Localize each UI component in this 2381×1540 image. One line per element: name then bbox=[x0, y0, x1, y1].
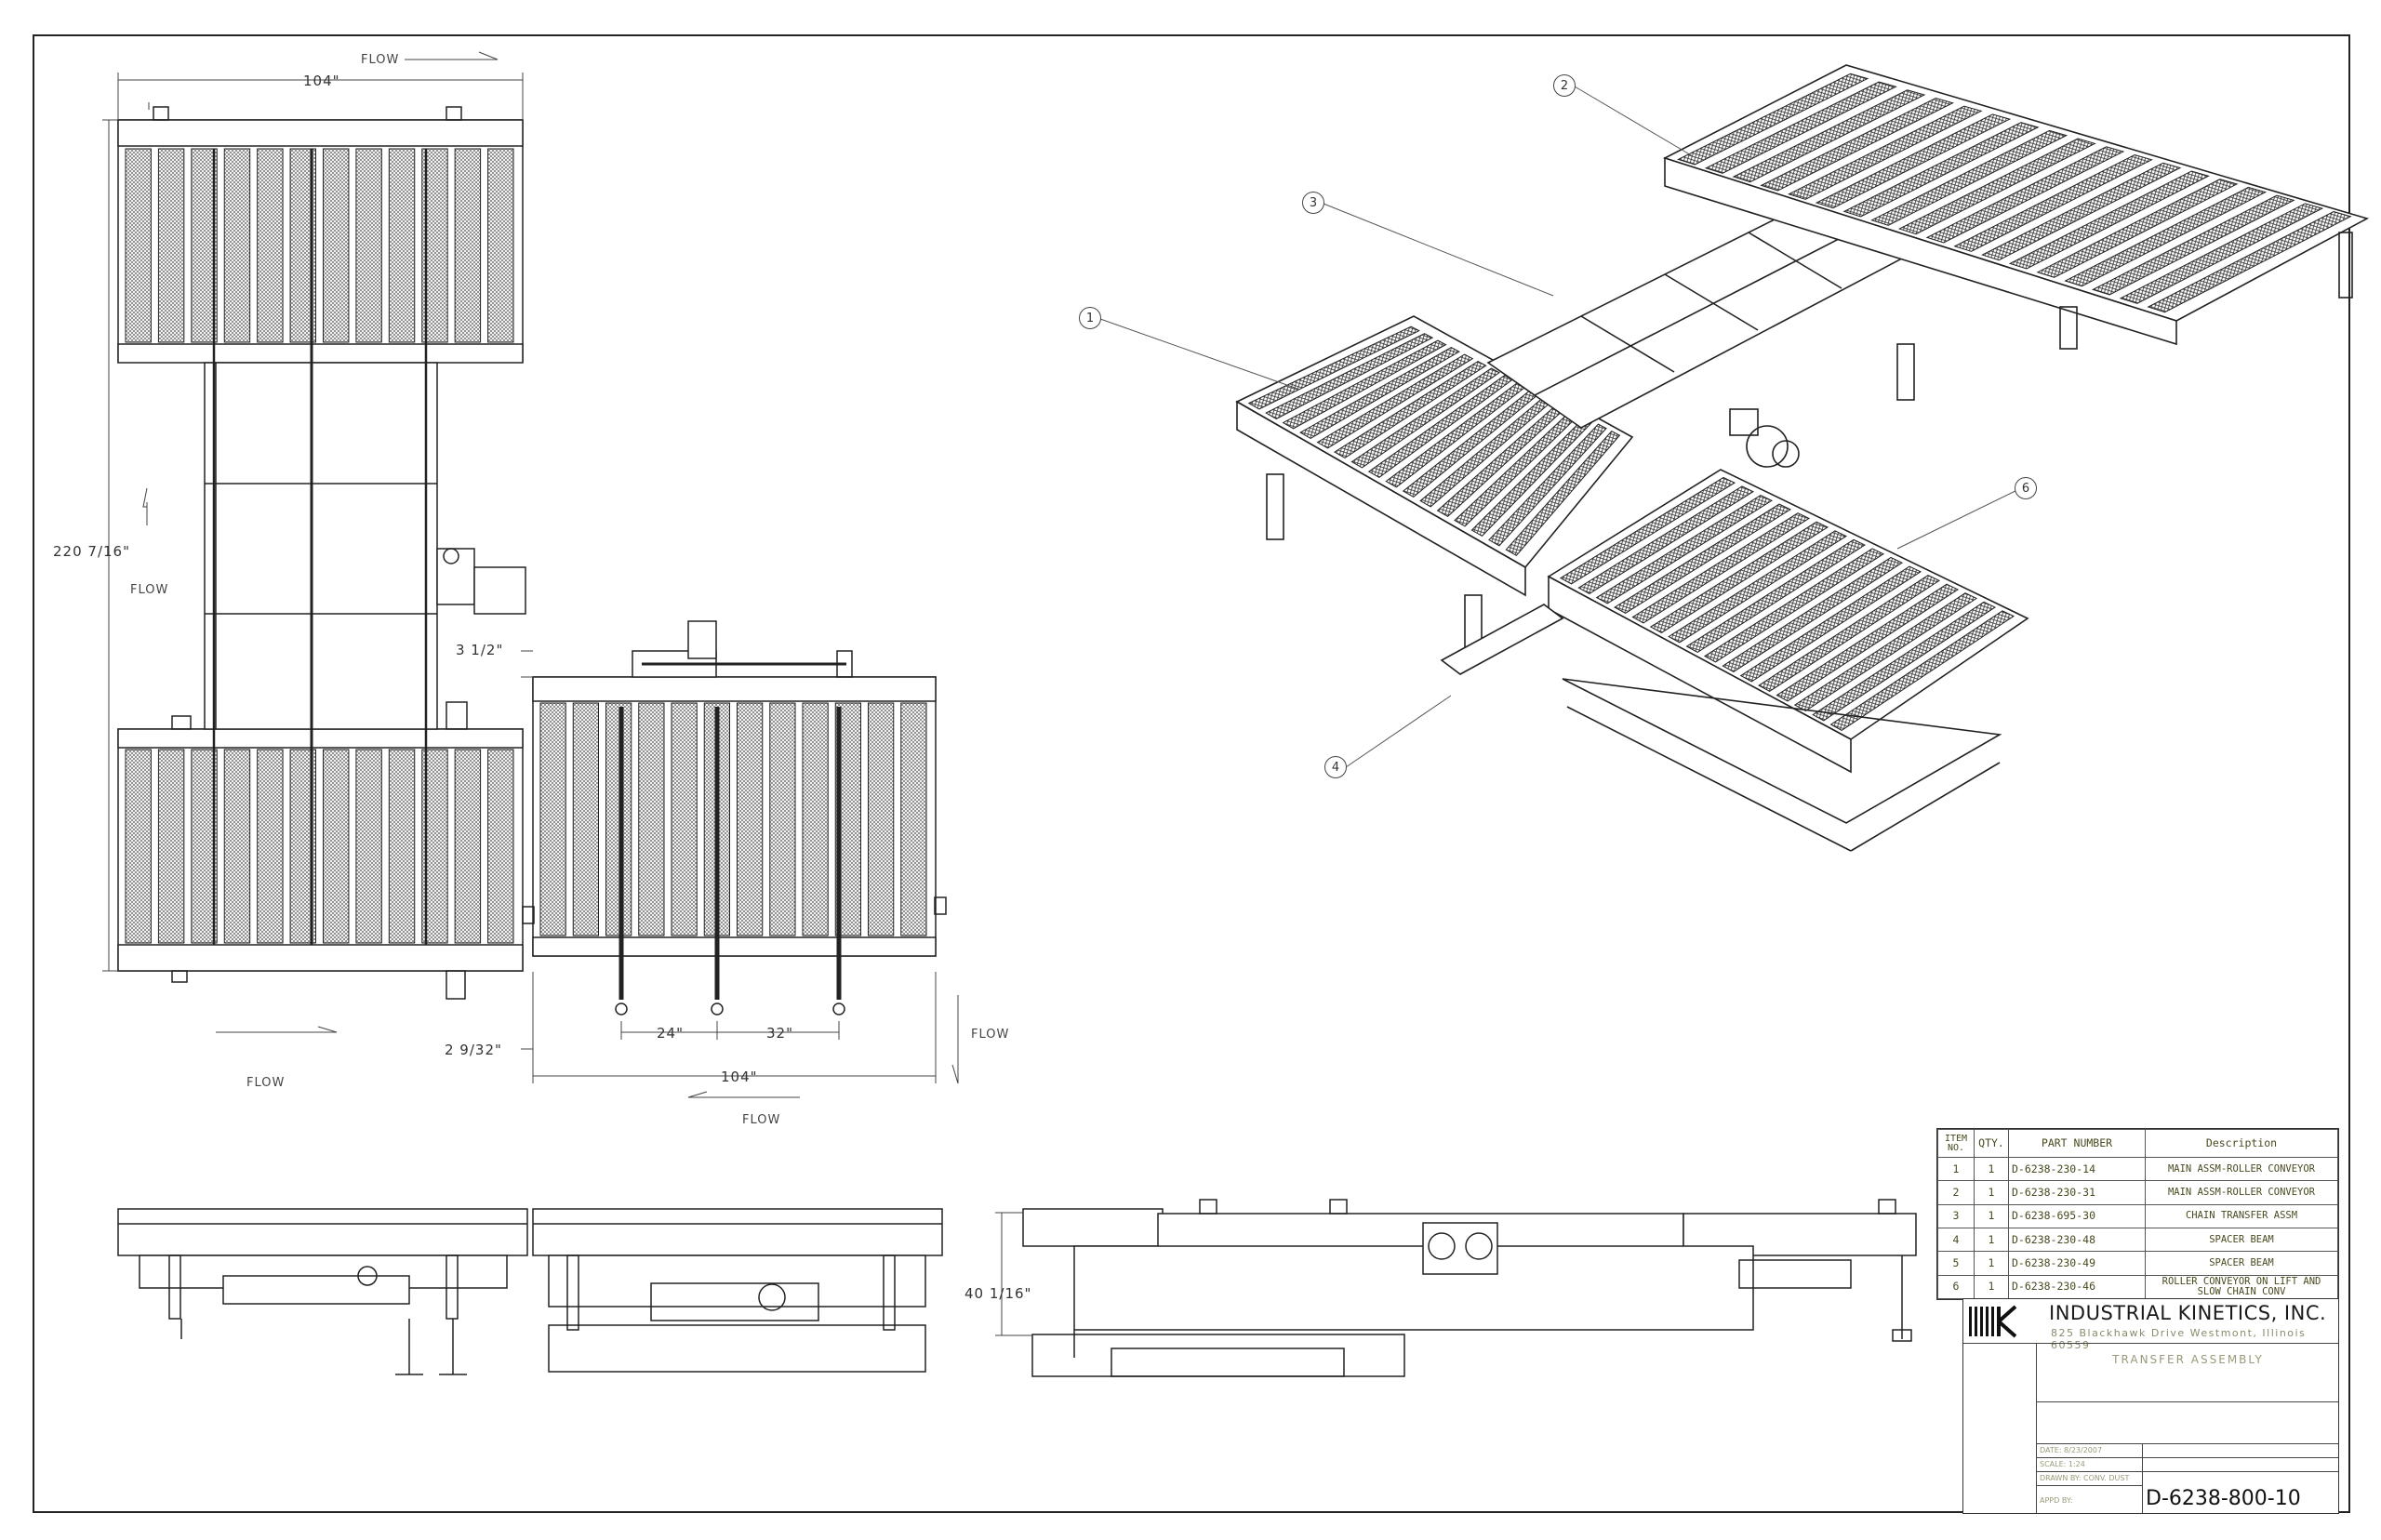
bom-item: 3 bbox=[1937, 1203, 1975, 1228]
top-view-dims bbox=[102, 51, 524, 1033]
bom-qty: 1 bbox=[1974, 1227, 2009, 1253]
tb-drawn-by: DRAWN BY: CONV. DUST bbox=[2040, 1474, 2130, 1482]
balloon-3: 3 bbox=[1302, 192, 1324, 214]
bom-part-number: D-6238-230-48 bbox=[2008, 1227, 2146, 1253]
company-address: 825 Blackhawk Drive Westmont, Illinois 6… bbox=[2051, 1327, 2307, 1351]
mid-view bbox=[522, 620, 947, 1016]
bom-qty: 1 bbox=[1974, 1251, 2009, 1276]
flow-label-bottom-left: FLOW bbox=[246, 1076, 286, 1090]
dim-top-width: 104" bbox=[303, 73, 340, 89]
bom-header-qty: QTY. bbox=[1974, 1129, 2009, 1158]
dim-spacing-b: 32" bbox=[766, 1025, 793, 1042]
balloon-leaders bbox=[1099, 86, 2022, 768]
flow-label-bottom-mid: FLOW bbox=[742, 1113, 781, 1127]
title-block: INDUSTRIAL KINETICS, INC. 825 Blackhawk … bbox=[1962, 1298, 2339, 1514]
bom-description: MAIN ASSM-ROLLER CONVEYOR bbox=[2145, 1156, 2338, 1182]
dim-side-width: 104" bbox=[721, 1069, 758, 1085]
bom-part-number: D-6238-230-14 bbox=[2008, 1156, 2146, 1182]
tb-appd-by: APPD BY: bbox=[2040, 1496, 2073, 1505]
balloon-4: 4 bbox=[1324, 756, 1347, 778]
bom-part-number: D-6238-695-30 bbox=[2008, 1203, 2146, 1228]
company-logo-icon bbox=[1969, 1305, 2017, 1338]
bom-part-number: D-6238-230-31 bbox=[2008, 1180, 2146, 1205]
bom-item: 1 bbox=[1937, 1156, 1975, 1182]
bom-description: SPACER BEAM bbox=[2145, 1227, 2338, 1253]
company-name: INDUSTRIAL KINETICS, INC. bbox=[2049, 1302, 2327, 1324]
bom-qty: 1 bbox=[1974, 1274, 2009, 1300]
flow-label-left: FLOW bbox=[130, 583, 169, 597]
bom-qty: 1 bbox=[1974, 1156, 2009, 1182]
tb-date: DATE: 8/23/2007 bbox=[2040, 1446, 2103, 1454]
dim-offset-top: 3 1/2" bbox=[456, 642, 504, 658]
balloon-2: 2 bbox=[1553, 74, 1576, 97]
bom-item: 6 bbox=[1937, 1274, 1975, 1300]
bom-header-desc: Description bbox=[2145, 1129, 2338, 1158]
bom-description: ROLLER CONVEYOR ON LIFT AND SLOW CHAIN C… bbox=[2145, 1274, 2338, 1300]
bom-part-number: D-6238-230-49 bbox=[2008, 1251, 2146, 1276]
mid-view-dims bbox=[521, 650, 959, 1098]
bom-item: 5 bbox=[1937, 1251, 1975, 1276]
dim-length: 220 7/16" bbox=[53, 543, 130, 560]
dim-height: 40 1/16" bbox=[964, 1285, 1032, 1302]
flow-label-top: FLOW bbox=[361, 53, 400, 67]
iso-view bbox=[1235, 64, 2370, 852]
bom-description: SPACER BEAM bbox=[2145, 1251, 2338, 1276]
bom-qty: 1 bbox=[1974, 1180, 2009, 1205]
balloon-1: 1 bbox=[1079, 307, 1101, 329]
bom-header-part: PART NUMBER bbox=[2008, 1129, 2146, 1158]
top-view bbox=[117, 106, 526, 1000]
bom-description: CHAIN TRANSFER ASSM bbox=[2145, 1203, 2338, 1228]
bom-description: MAIN ASSM-ROLLER CONVEYOR bbox=[2145, 1180, 2338, 1205]
height-dim bbox=[995, 1212, 1032, 1336]
sheet-border bbox=[33, 34, 2350, 1513]
side-view-right bbox=[1022, 1199, 1917, 1377]
dim-spacing-a: 24" bbox=[657, 1025, 684, 1042]
bom-item: 4 bbox=[1937, 1227, 1975, 1253]
drawing-number: D-6238-800-10 bbox=[2146, 1487, 2301, 1510]
bom-header-item: ITEM NO. bbox=[1937, 1129, 1975, 1158]
bom-qty: 1 bbox=[1974, 1203, 2009, 1228]
dim-offset-bottom: 2 9/32" bbox=[445, 1042, 502, 1058]
balloon-6: 6 bbox=[2015, 477, 2037, 499]
tb-scale: SCALE: 1:24 bbox=[2040, 1460, 2085, 1468]
side-view-left bbox=[117, 1208, 528, 1375]
drawing-title: TRANSFER ASSEMBLY bbox=[2112, 1353, 2264, 1366]
side-view-mid bbox=[532, 1208, 943, 1373]
bom-part-number: D-6238-230-46 bbox=[2008, 1274, 2146, 1300]
flow-label-right: FLOW bbox=[971, 1028, 1010, 1042]
bom-item: 2 bbox=[1937, 1180, 1975, 1205]
